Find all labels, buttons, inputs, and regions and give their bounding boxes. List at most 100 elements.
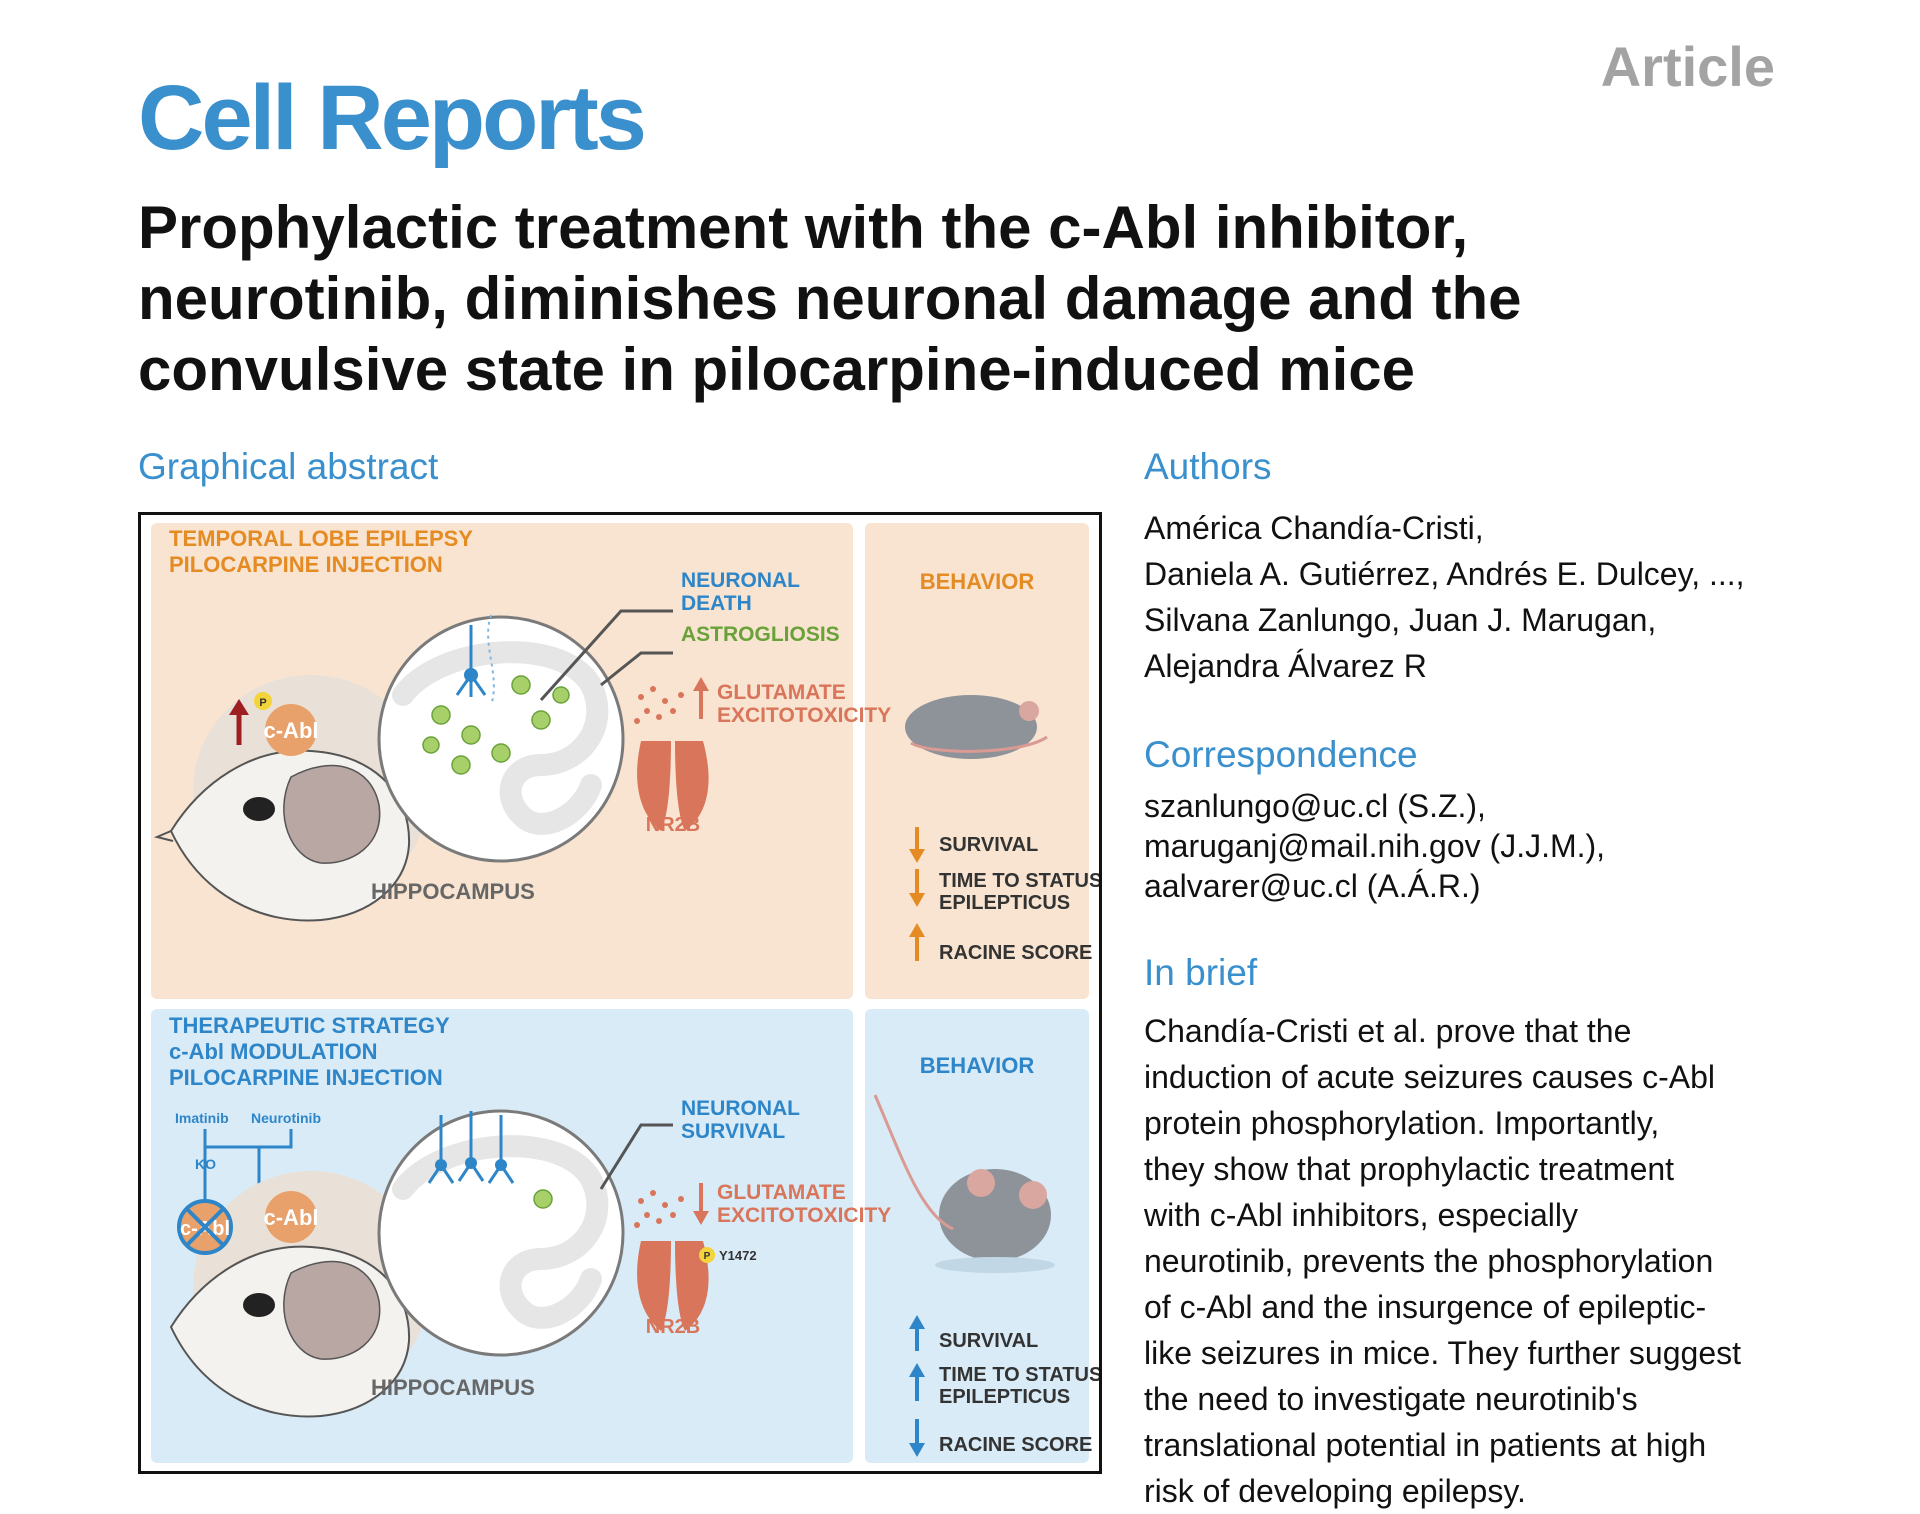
email-link[interactable]: maruganj@mail.nih.gov (J.J.M.), <box>1144 828 1606 864</box>
glutamate-label: GLUTAMATE EXCITOTOXICITY <box>717 681 891 727</box>
bottom-heading-line: c-Abl MODULATION <box>169 1039 378 1064</box>
top-heading: TEMPORAL LOBE EPILEPSY PILOCARPINE INJEC… <box>169 526 479 577</box>
in-brief-line: protein phosphorylation. Importantly, <box>1144 1105 1660 1141</box>
authors-list: América Chandía-Cristi, Daniela A. Gutié… <box>1144 505 1804 689</box>
nr2b-receptor-bottom <box>637 1241 709 1331</box>
glutamate-line: EXCITOTOXICITY <box>717 704 891 727</box>
behavior-heading-bottom: BEHAVIOR <box>920 1053 1035 1078</box>
glutamate-line: GLUTAMATE <box>717 681 846 704</box>
author-line: Alejandra Álvarez R <box>1144 648 1427 684</box>
email-link[interactable]: aalvarer@uc.cl (A.Á.R.) <box>1144 868 1481 904</box>
in-brief-line: induction of acute seizures causes c-Abl <box>1144 1059 1715 1095</box>
graphical-abstract-figure: TEMPORAL LOBE EPILEPSY PILOCARPINE INJEC… <box>138 512 1102 1474</box>
outcome-line: EPILEPTICUS <box>939 892 1070 914</box>
glutamate-up-arrowhead <box>693 677 709 691</box>
p-badge <box>254 692 272 710</box>
c-abl-node-bottom <box>265 1191 317 1243</box>
correspondence-heading: Correspondence <box>1144 734 1418 775</box>
neuronal-survival-label: NEURONAL SURVIVAL <box>681 1097 805 1143</box>
author-line: Daniela A. Gutiérrez, Andrés E. Dulcey, … <box>1144 556 1745 592</box>
author-line: América Chandía-Cristi, <box>1144 510 1484 546</box>
c-abl-node <box>265 704 317 756</box>
author-line: Silvana Zanlungo, Juan J. Marugan, <box>1144 602 1657 638</box>
neuronal-survival-line: SURVIVAL <box>681 1120 785 1143</box>
authors-heading: Authors <box>1144 446 1272 487</box>
survival-down-arrowhead <box>909 849 925 863</box>
title-line: convulsive state in pilocarpine-induced … <box>138 336 1416 403</box>
top-behavior-bg <box>865 523 1089 999</box>
behavior-heading: BEHAVIOR <box>920 569 1035 594</box>
c-abl-up-arrowhead <box>229 699 249 715</box>
hippocampus-label-bottom: HIPPOCAMPUS <box>371 1375 535 1400</box>
in-brief-heading: In brief <box>1144 952 1258 993</box>
glutamate-line: GLUTAMATE <box>717 1181 846 1204</box>
ko-cross <box>185 1207 225 1247</box>
outcome-racine-bottom: RACINE SCORE <box>939 1434 1092 1456</box>
title-line: neurotinib, diminishes neuronal damage a… <box>138 265 1522 332</box>
top-outcomes: SURVIVAL TIME TO STATUS EPILEPTICUS RACI… <box>909 827 1099 964</box>
sleeping-mouse-illustration <box>905 695 1048 759</box>
hippocampus-circle-bottom <box>377 1109 625 1357</box>
glutamate-dots-bottom <box>634 1190 684 1228</box>
outcome-line: EPILEPTICUS <box>939 1386 1070 1408</box>
neuronal-death-line: NEURONAL <box>681 569 800 592</box>
journal-logo: Cell Reports <box>138 67 647 169</box>
hippocampus-label: HIPPOCAMPUS <box>371 879 535 904</box>
bottom-heading: THERAPEUTIC STRATEGY c-Abl MODULATION PI… <box>169 1013 455 1090</box>
top-heading-line: TEMPORAL LOBE EPILEPSY <box>169 526 473 551</box>
glutamate-label-bottom: GLUTAMATE EXCITOTOXICITY <box>717 1181 891 1227</box>
graphical-abstract-heading: Graphical abstract <box>138 446 439 487</box>
in-brief-line: translational potential in patients at h… <box>1144 1427 1707 1463</box>
in-brief-line: risk of developing epilepsy. <box>1144 1473 1526 1509</box>
racine-down-arrowhead <box>909 1443 925 1457</box>
article-type-label: Article <box>1600 35 1775 98</box>
nr2b-receptor <box>637 741 709 831</box>
outcome-line: TIME TO STATUS <box>939 870 1099 892</box>
c-abl-label: c-Abl <box>264 718 319 743</box>
neurotinib-label: Neurotinib <box>251 1110 321 1126</box>
p-badge-bottom-label: P <box>704 1251 711 1262</box>
alert-mouse-illustration <box>873 1094 1055 1273</box>
in-brief-line: the need to investigate neurotinib's <box>1144 1381 1638 1417</box>
outcome-survival: SURVIVAL <box>939 834 1038 856</box>
outcome-time-to-status: TIME TO STATUS EPILEPTICUS <box>939 870 1099 914</box>
in-brief-line: of c-Abl and the insurgence of epileptic… <box>1144 1289 1707 1325</box>
survival-up-arrowhead <box>909 1315 925 1329</box>
glutamate-dots <box>634 686 684 724</box>
mouse-head-illustration <box>153 675 429 922</box>
neuronal-survival-callout-line <box>599 1123 673 1190</box>
in-brief-line: they show that prophylactic treatment <box>1144 1151 1675 1187</box>
imatinib-label: Imatinib <box>175 1110 229 1126</box>
in-brief-line: like seizures in mice. They further sugg… <box>1144 1335 1741 1371</box>
in-brief-line: Chandía-Cristi et al. prove that the <box>1144 1013 1632 1049</box>
c-abl-label-bottom: c-Abl <box>264 1205 319 1230</box>
bottom-heading-line: THERAPEUTIC STRATEGY <box>169 1013 450 1038</box>
outcome-time-to-status-bottom: TIME TO STATUS EPILEPTICUS <box>939 1364 1099 1408</box>
article-title: Prophylactic treatment with the c-Abl in… <box>138 192 1798 405</box>
glutamate-down-arrowhead <box>693 1211 709 1225</box>
outcome-racine: RACINE SCORE <box>939 942 1092 964</box>
in-brief-line: neurotinib, prevents the phosphorylation <box>1144 1243 1714 1279</box>
mouse-head-illustration-bottom <box>169 1171 429 1418</box>
neuronal-survival-line: NEURONAL <box>681 1097 800 1120</box>
racine-up-arrowhead <box>909 923 925 937</box>
nr2b-label: NR2B <box>646 814 700 836</box>
top-heading-line: PILOCARPINE INJECTION <box>169 552 443 577</box>
p-badge-label: P <box>259 697 266 709</box>
bottom-outcomes: SURVIVAL TIME TO STATUS EPILEPTICUS RACI… <box>909 1315 1099 1457</box>
neuronal-death-callout-line <box>539 609 673 702</box>
in-brief-line: with c-Abl inhibitors, especially <box>1144 1197 1578 1233</box>
neuronal-death-label: NEURONAL DEATH <box>681 569 805 615</box>
ko-label: KO <box>195 1156 216 1172</box>
bottom-heading-line: PILOCARPINE INJECTION <box>169 1065 443 1090</box>
nr2b-label-bottom: NR2B <box>646 1316 700 1338</box>
email-link[interactable]: szanlungo@uc.cl (S.Z.), <box>1144 788 1486 824</box>
in-brief-text: Chandía-Cristi et al. prove that the ind… <box>1144 1008 1804 1514</box>
astrocytes <box>422 675 570 775</box>
graphical-abstract-svg: TEMPORAL LOBE EPILEPSY PILOCARPINE INJEC… <box>151 523 1099 1463</box>
outcome-line: TIME TO STATUS <box>939 1364 1099 1386</box>
outcome-survival-bottom: SURVIVAL <box>939 1330 1038 1352</box>
p-badge-bottom <box>699 1247 715 1263</box>
glutamate-line: EXCITOTOXICITY <box>717 1204 891 1227</box>
hippocampus-circle <box>377 614 625 863</box>
